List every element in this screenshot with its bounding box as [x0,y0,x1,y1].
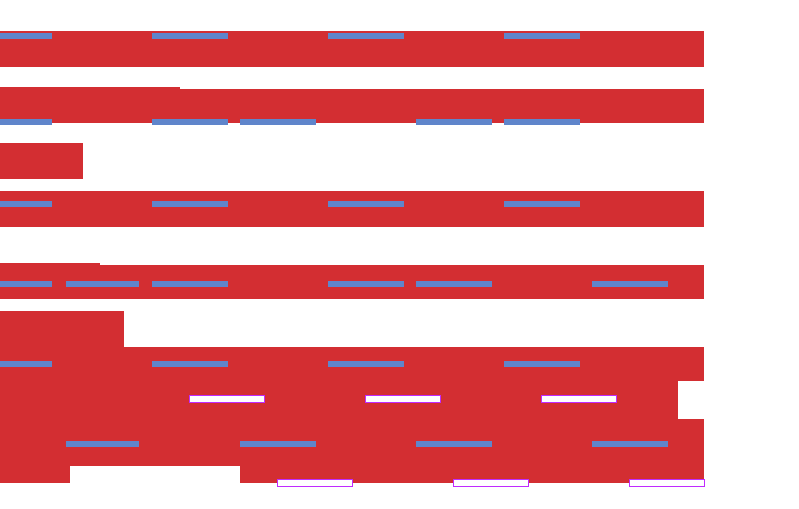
blue-underline-marker[interactable] [152,201,228,207]
blue-underline-marker[interactable] [240,119,316,125]
blue-underline-marker[interactable] [416,441,492,447]
blue-underline-marker[interactable] [328,33,404,39]
paragraph-break-gap [0,483,799,509]
magenta-outline-marker[interactable] [541,395,617,403]
blue-underline-marker[interactable] [0,201,52,207]
redacted-text-line [0,87,704,123]
blue-underline-marker[interactable] [328,361,404,367]
blue-underline-marker[interactable] [0,281,52,287]
blue-underline-marker[interactable] [328,201,404,207]
paragraph-break-gap [83,139,704,189]
paragraph-break-gap [100,227,704,265]
blue-underline-marker[interactable] [152,119,228,125]
blue-underline-marker[interactable] [66,441,139,447]
blue-underline-marker[interactable] [416,281,492,287]
blue-underline-marker[interactable] [592,441,668,447]
blue-underline-marker[interactable] [0,361,52,367]
blue-underline-marker[interactable] [592,281,668,287]
paragraph-break-gap [678,381,704,419]
blue-underline-marker[interactable] [152,33,228,39]
magenta-outline-marker[interactable] [365,395,441,403]
blue-underline-marker[interactable] [0,119,52,125]
blue-underline-marker[interactable] [152,361,228,367]
blue-underline-marker[interactable] [416,119,492,125]
redacted-text-line [0,191,704,227]
paragraph-break-gap [180,67,704,89]
page-title: Redacted Document Page [0,21,1,22]
blue-underline-marker[interactable] [504,119,580,125]
magenta-outline-marker[interactable] [189,395,265,403]
paragraph-break-gap [124,309,704,347]
magenta-outline-marker[interactable] [453,479,529,487]
blue-underline-marker[interactable] [504,33,580,39]
blue-underline-marker[interactable] [504,361,580,367]
magenta-outline-marker[interactable] [277,479,353,487]
blue-underline-marker[interactable] [328,281,404,287]
magenta-outline-marker[interactable] [629,479,705,487]
blue-underline-marker[interactable] [240,441,316,447]
blue-underline-marker[interactable] [0,33,52,39]
blue-underline-marker[interactable] [66,281,139,287]
blue-underline-marker[interactable] [152,281,228,287]
redacted-text-line [0,419,704,455]
blue-underline-marker[interactable] [504,201,580,207]
